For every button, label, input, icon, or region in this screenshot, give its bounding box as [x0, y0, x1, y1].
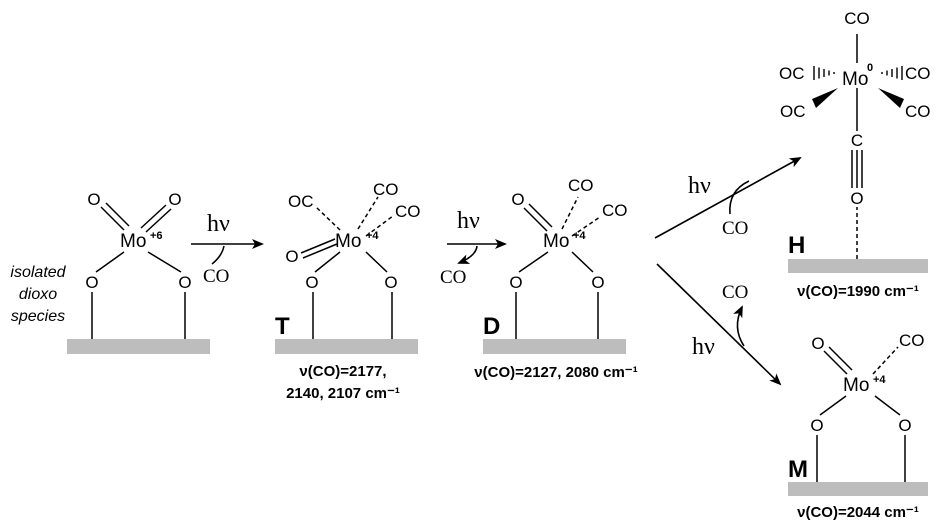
oxidation-state: +4	[573, 230, 586, 242]
carbonyl-ligand: OC	[779, 64, 805, 83]
oxidation-state: +6	[150, 230, 163, 242]
carbonyl-ligand: OC	[780, 102, 806, 121]
oxygen-atom: O	[285, 247, 298, 266]
hashed-bond	[881, 66, 903, 80]
oxygen-atom: O	[850, 189, 863, 208]
species-label-M: M	[788, 456, 808, 483]
species-label-T: T	[275, 313, 290, 340]
oxidation-state: 0	[867, 62, 873, 74]
oxidation-state: +4	[873, 374, 886, 386]
oxygen-atom: O	[87, 190, 100, 209]
carbon-atom: C	[851, 131, 863, 150]
oxygen-atom: O	[811, 334, 824, 353]
molybdenum-atom: Mo	[120, 231, 146, 252]
frequency-label: ν(CO)=2127, 2080 cm⁻¹	[474, 364, 637, 381]
species-D: O O Mo +4 O CO CO D ν(CO)=2127, 2080 cm⁻…	[474, 176, 637, 381]
wedge-bond	[878, 88, 904, 108]
oxidation-state: +4	[366, 230, 379, 242]
arrow-step-1: hν CO	[191, 211, 264, 287]
species-H: O C Mo 0 CO OC CO OC CO	[779, 9, 931, 300]
oxygen-atom: O	[85, 273, 98, 292]
co-released: CO	[722, 282, 748, 303]
frequency-label: ν(CO)=2177,	[299, 363, 386, 380]
support-surface	[788, 259, 928, 273]
carbonyl-ligand: OC	[288, 192, 314, 211]
co-ligand-added: CO	[722, 218, 748, 239]
oxygen-atom: O	[591, 273, 604, 292]
photon-label: hν	[207, 211, 230, 237]
photon-label: hν	[457, 208, 480, 234]
carbonyl-ligand: CO	[568, 176, 594, 195]
carbonyl-ligand: CO	[905, 102, 931, 121]
molybdenum-atom: Mo	[843, 375, 869, 396]
carbonyl-ligand: CO	[899, 331, 925, 350]
oxygen-atom: O	[511, 190, 524, 209]
carbonyl-ligand: CO	[395, 202, 421, 221]
molybdenum-atom: Mo	[842, 69, 868, 90]
oxygen-atom: O	[509, 273, 522, 292]
co-released: CO	[203, 266, 229, 287]
carbonyl-ligand: CO	[373, 180, 399, 199]
species-isolated-dioxo: O O Mo +6 O O isolated dioxo species	[10, 190, 210, 354]
isolated-label: species	[11, 308, 65, 325]
support-surface	[483, 339, 626, 354]
molybdenum-atom: Mo	[335, 231, 361, 252]
species-T: O O Mo +4 O OC CO CO T ν(CO)=2177, 2140,…	[275, 180, 421, 402]
carbonyl-ligand: CO	[844, 9, 870, 28]
photon-label: hν	[692, 334, 715, 360]
arrow-step-2: hν CO	[440, 208, 507, 288]
oxygen-atom: O	[384, 273, 397, 292]
oxygen-atom: O	[168, 190, 181, 209]
isolated-label: isolated	[10, 264, 66, 281]
oxygen-atom: O	[898, 416, 911, 435]
molybdenum-atom: Mo	[543, 231, 569, 252]
wedge-bond	[812, 88, 838, 108]
arrow-to-H: hν CO	[654, 157, 802, 239]
co-released: CO	[440, 267, 466, 288]
hashed-bond	[813, 66, 835, 80]
support-surface	[275, 339, 418, 354]
oxygen-atom: O	[178, 273, 191, 292]
isolated-label: dioxo	[19, 286, 57, 303]
carbonyl-ligand: CO	[905, 64, 931, 83]
frequency-label: 2140, 2107 cm⁻¹	[286, 385, 400, 402]
frequency-label: ν(CO)=1990 cm⁻¹	[797, 283, 919, 300]
arrow-to-M: hν CO	[656, 263, 782, 386]
photon-label: hν	[688, 173, 711, 199]
carbonyl-ligand: CO	[602, 201, 628, 220]
species-M: O O Mo +4 O CO M ν(CO)=2044 cm⁻¹	[788, 331, 928, 520]
oxygen-atom: O	[305, 273, 318, 292]
support-surface	[788, 482, 928, 496]
oxygen-atom: O	[810, 416, 823, 435]
species-label-D: D	[483, 313, 500, 340]
frequency-label: ν(CO)=2044 cm⁻¹	[797, 504, 919, 520]
species-label-H: H	[788, 232, 805, 259]
support-surface	[67, 339, 210, 354]
